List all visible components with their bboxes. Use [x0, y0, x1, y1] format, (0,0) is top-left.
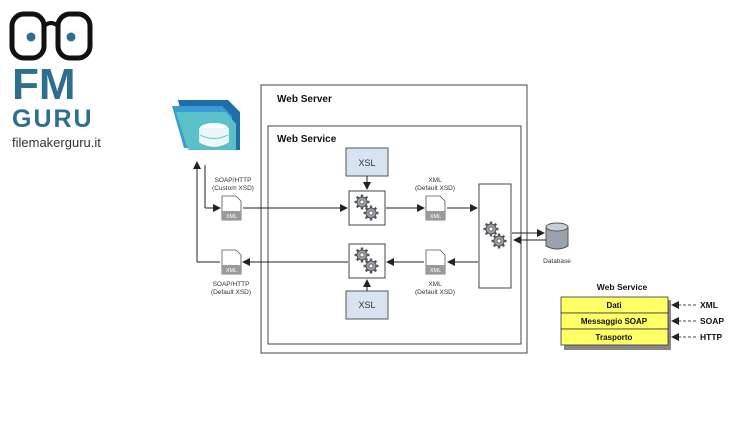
req-label-1: SOAP/HTTP [215, 177, 252, 184]
xsl-bottom-label: XSL [358, 300, 375, 310]
brand-logo: FM GURU filemakerguru.it [9, 11, 101, 150]
stack-title: Web Service [597, 282, 648, 292]
site-url: filemakerguru.it [12, 135, 101, 150]
gear-icon [353, 193, 371, 211]
gear-icon [362, 257, 380, 275]
flow-arrows [193, 161, 546, 291]
doc-response: XML [221, 249, 242, 275]
xml-bot-label-2: (Default XSD) [415, 289, 455, 296]
protocol-label: HTTP [700, 332, 723, 342]
layer-label: Messaggio SOAP [581, 317, 648, 326]
xslt-processor-bottom [348, 243, 386, 279]
protocol-stack: Dati Messaggio SOAP Trasporto [560, 296, 671, 350]
filemaker-app-icon [172, 100, 240, 150]
req-label-2: (Custom XSD) [212, 185, 254, 192]
xml-top-label-2: (Default XSD) [415, 185, 455, 192]
protocol-arrows [671, 301, 696, 341]
layer-trasporto [560, 328, 669, 346]
glasses-icon [9, 11, 93, 61]
gear-icon [353, 246, 371, 264]
logo-guru: GURU [12, 105, 94, 133]
doc-xml-label: XML [430, 268, 441, 274]
doc-xml-label: XML [226, 214, 237, 220]
web-service-label: Web Service [277, 134, 337, 145]
layer-label: Trasporto [596, 333, 633, 342]
gear-icon [362, 204, 380, 222]
resp-label-1: SOAP/HTTP [213, 281, 250, 288]
database-label: Database [543, 258, 571, 265]
web-server-label: Web Server [277, 94, 332, 105]
publishing-engine [478, 183, 512, 289]
xslt-processor-top [348, 190, 386, 226]
gear-icon [490, 232, 508, 250]
doc-mid-top: XML [425, 195, 446, 221]
protocol-label: XML [700, 300, 718, 310]
xml-top-label-1: XML [428, 177, 442, 184]
database-icon [545, 222, 569, 250]
doc-xml-label: XML [430, 214, 441, 220]
doc-mid-bottom: XML [425, 249, 446, 275]
layer-label: Dati [606, 301, 621, 310]
gear-icon [482, 220, 500, 238]
xsl-top-box [345, 147, 389, 177]
doc-xml-label: XML [226, 268, 237, 274]
xml-bot-label-1: XML [428, 281, 442, 288]
protocol-label: SOAP [700, 316, 724, 326]
doc-request: XML [221, 195, 242, 221]
xsl-top-label: XSL [358, 158, 375, 168]
logo-fm: FM [12, 60, 76, 109]
resp-label-2: (Default XSD) [211, 289, 251, 296]
